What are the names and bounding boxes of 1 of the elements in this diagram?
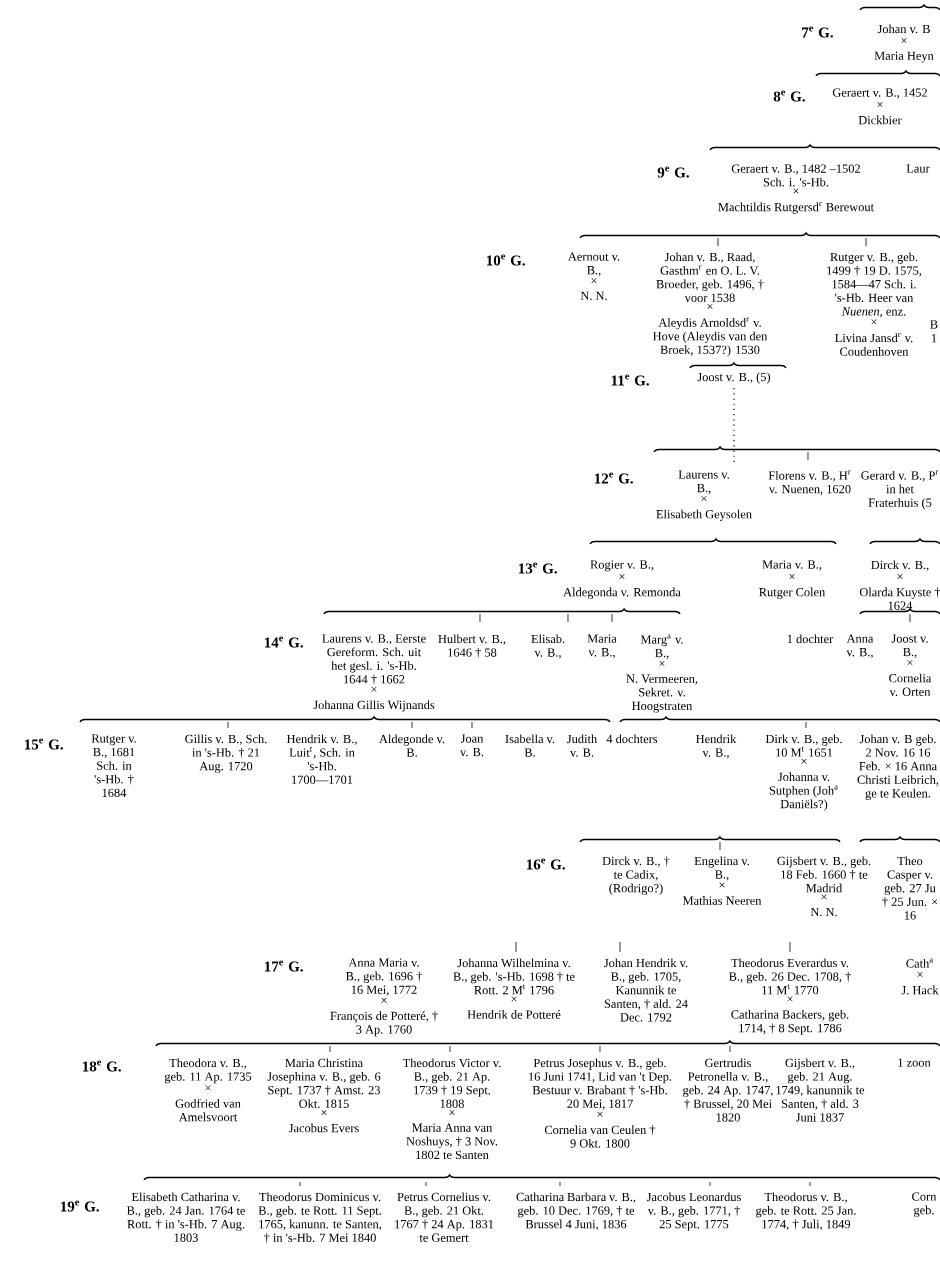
dotted-line [733,387,735,463]
